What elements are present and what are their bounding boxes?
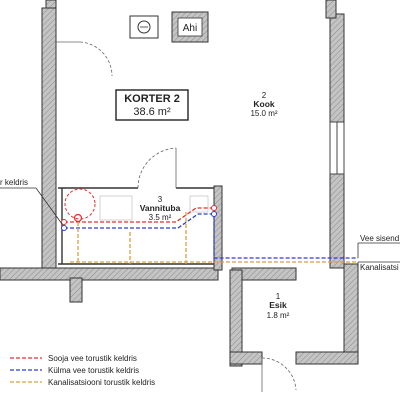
legend-label: Kanalisatsiooni torustik keldris [48, 378, 155, 387]
stove-fixture [129, 15, 159, 39]
room-number: 3 [158, 195, 163, 204]
legend-item-cold-water: Külma vee torustik keldris [10, 366, 139, 375]
room-area: 15.0 m² [250, 109, 277, 118]
wall-right-lower [343, 263, 359, 365]
apartment-name: KORTER 2 [124, 93, 180, 105]
drain-icon [73, 213, 83, 223]
pipes [64, 207, 358, 264]
callout-left: r keldris [0, 178, 28, 187]
hot-water-pipe [64, 207, 214, 223]
room-area: 1.8 m² [267, 311, 290, 320]
wall-left-lower-stub [69, 277, 83, 303]
wall-top-right-stub [325, 0, 337, 19]
room-name: Vannituba [140, 203, 181, 213]
legend-label: Sooja vee torustik keldris [48, 354, 137, 363]
oven-fixture: Ahi [171, 11, 209, 43]
room-label-vestibule: 1 Esik 1.8 m² [267, 292, 290, 320]
window-right [329, 121, 345, 175]
cold-water-pipe [64, 213, 358, 259]
room-number: 2 [262, 91, 267, 100]
apartment-label: KORTER 2 38.6 m² [115, 89, 189, 121]
wall-bottom-left [0, 267, 219, 281]
wall-vestibule-bottom-right [295, 351, 359, 365]
room-label-bathroom: 3 Vannituba 3.5 m² [140, 195, 181, 222]
callout-sewer: Kanalisatsi [360, 263, 399, 272]
wall-vestibule-left [229, 269, 243, 367]
room-area: 3.5 m² [149, 213, 172, 222]
bathroom-partitions [58, 187, 214, 265]
wall-left [41, 7, 57, 271]
legend: Sooja vee torustik keldris Külma vee tor… [10, 354, 155, 387]
legend-item-sewer: Kanalisatsiooni torustik keldris [10, 378, 155, 387]
sewer-pipe [70, 212, 358, 264]
callout-lines [0, 187, 400, 272]
doors [56, 41, 297, 392]
apartment-area: 38.6 m² [133, 106, 171, 118]
room-number: 1 [276, 292, 281, 301]
stove-label: Ahi [183, 23, 197, 34]
legend-item-hot-water: Sooja vee torustik keldris [10, 354, 137, 363]
bath-fixture-outline [99, 195, 209, 221]
room-label-kitchen: 2 Kook 15.0 m² [250, 91, 277, 118]
pipe-markers [61, 211, 217, 231]
room-name: Kook [253, 99, 275, 109]
shower-circle [64, 188, 96, 220]
legend-label: Külma vee torustik keldris [48, 366, 139, 375]
room-name: Esik [269, 300, 287, 310]
walls [0, 0, 359, 367]
wall-vestibule-bottom [229, 351, 263, 365]
callout-water-inlet: Vee sisend [360, 234, 399, 243]
